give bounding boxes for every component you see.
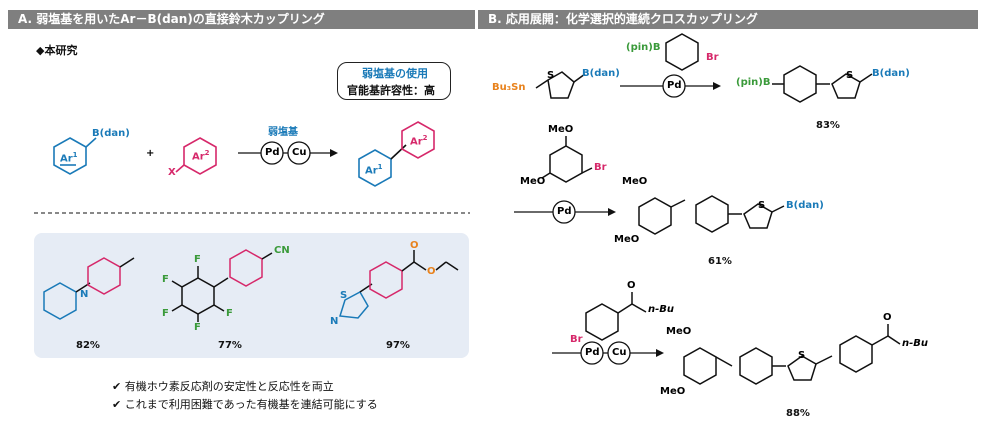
pd-cycle-b3: [580, 341, 604, 365]
thiazole-n: N: [330, 316, 339, 327]
step1-br: Br: [706, 52, 719, 63]
step1-product: [772, 65, 873, 103]
ar1-bdan-ring: [53, 137, 97, 175]
step3-nbu: n-Bu: [648, 304, 675, 315]
step3-prod-meo-2: MeO: [660, 386, 686, 397]
step2-reagent: [541, 136, 593, 183]
x-label: X: [168, 167, 176, 178]
f-label-2: F: [162, 274, 169, 285]
step2-prod-s: S: [758, 200, 766, 211]
step3-product: [683, 324, 901, 385]
weak-base-label: 弱塩基: [268, 127, 298, 138]
step3-pd: Pd: [585, 347, 600, 358]
step1-bdan: B(dan): [582, 68, 620, 79]
step1-pd: Pd: [667, 80, 682, 91]
step1-s: S: [547, 70, 555, 81]
product-ar1-label: Ar1: [365, 163, 383, 177]
step2-yield: 61%: [708, 256, 732, 267]
step3-prod-o: O: [883, 312, 892, 323]
step1-pinb: (pin)B: [626, 42, 661, 53]
ester-o-1: O: [410, 240, 419, 251]
step2-product: [638, 195, 785, 235]
step3-prod-meo-1: MeO: [666, 326, 692, 337]
step2-meo-1: MeO: [548, 124, 574, 135]
step1-bu3sn: Bu₃Sn: [492, 82, 526, 93]
section-b-header: B. 応用展開：化学選択的連続クロスカップリング: [478, 10, 978, 29]
step2-prod-meo-1: MeO: [622, 176, 648, 187]
example-1-structure: [43, 257, 135, 320]
ar1-label: Ar1: [60, 151, 78, 165]
pd-cycle-b2: [552, 200, 576, 224]
ar2-label: Ar2: [192, 149, 210, 163]
x-ar2-ring: [175, 137, 217, 175]
ester-o-2: O: [427, 266, 436, 277]
step3-cu: Cu: [612, 347, 627, 358]
bullet-1: ✔ 有機ホウ素反応剤の安定性と反応性を両立: [112, 380, 334, 393]
feature-line-2: 官能基許容性：高: [347, 84, 435, 97]
cu-cycle: [287, 141, 311, 165]
f-label-4: F: [194, 322, 201, 333]
step2-prod-bdan: B(dan): [786, 200, 824, 211]
step2-prod-meo-2: MeO: [614, 234, 640, 245]
step3-o: O: [627, 280, 636, 291]
product-ar2-ring: [401, 121, 435, 159]
f-label-5: F: [226, 308, 233, 319]
yield-example-3: 97%: [386, 340, 410, 351]
step2-pd: Pd: [557, 206, 572, 217]
step1-prod-pinb: (pin)B: [736, 77, 771, 88]
feature-line-1: 弱塩基の使用: [362, 67, 428, 80]
thiazole-s: S: [340, 290, 348, 301]
step1-prod-s: S: [846, 70, 854, 81]
pd-label: Pd: [265, 147, 280, 158]
pyridine-n: N: [80, 289, 89, 300]
cu-cycle-b3: [607, 341, 631, 365]
step1-yield: 83%: [816, 120, 840, 131]
step3-prod-nbu: n-Bu: [902, 338, 929, 349]
step2-br: Br: [594, 162, 607, 173]
pd-cycle: [260, 141, 284, 165]
pd-cycle-b1: [662, 74, 686, 98]
step1-substrate: [535, 71, 586, 99]
step3-reagent: [585, 292, 647, 341]
product-ar2-label: Ar2: [410, 134, 428, 148]
step1-prod-bdan: B(dan): [872, 68, 910, 79]
step3-yield: 88%: [786, 408, 810, 419]
step3-br: Br: [570, 334, 583, 345]
step2-meo-2: MeO: [520, 176, 546, 187]
cu-label: Cu: [292, 147, 307, 158]
feature-box: [337, 62, 451, 100]
cn-label: CN: [274, 245, 290, 256]
f-label-1: F: [194, 254, 201, 265]
f-label-3: F: [162, 308, 169, 319]
step3-prod-s: S: [798, 350, 806, 361]
yield-example-2: 77%: [218, 340, 242, 351]
section-a-header: A. 弱塩基を用いたAr－B(dan)の直接鈴木カップリング: [8, 10, 475, 29]
bdan-label: B(dan): [92, 128, 130, 139]
example-3-structure: [339, 250, 459, 319]
step1-reagent: [665, 33, 699, 71]
study-label: ◆本研究: [36, 44, 78, 57]
plus-sign: +: [146, 148, 155, 159]
yield-example-1: 82%: [76, 340, 100, 351]
bullet-2: ✔ これまで利用困難であった有機基を連結可能にする: [112, 398, 378, 411]
example-2-structure: [171, 249, 273, 322]
